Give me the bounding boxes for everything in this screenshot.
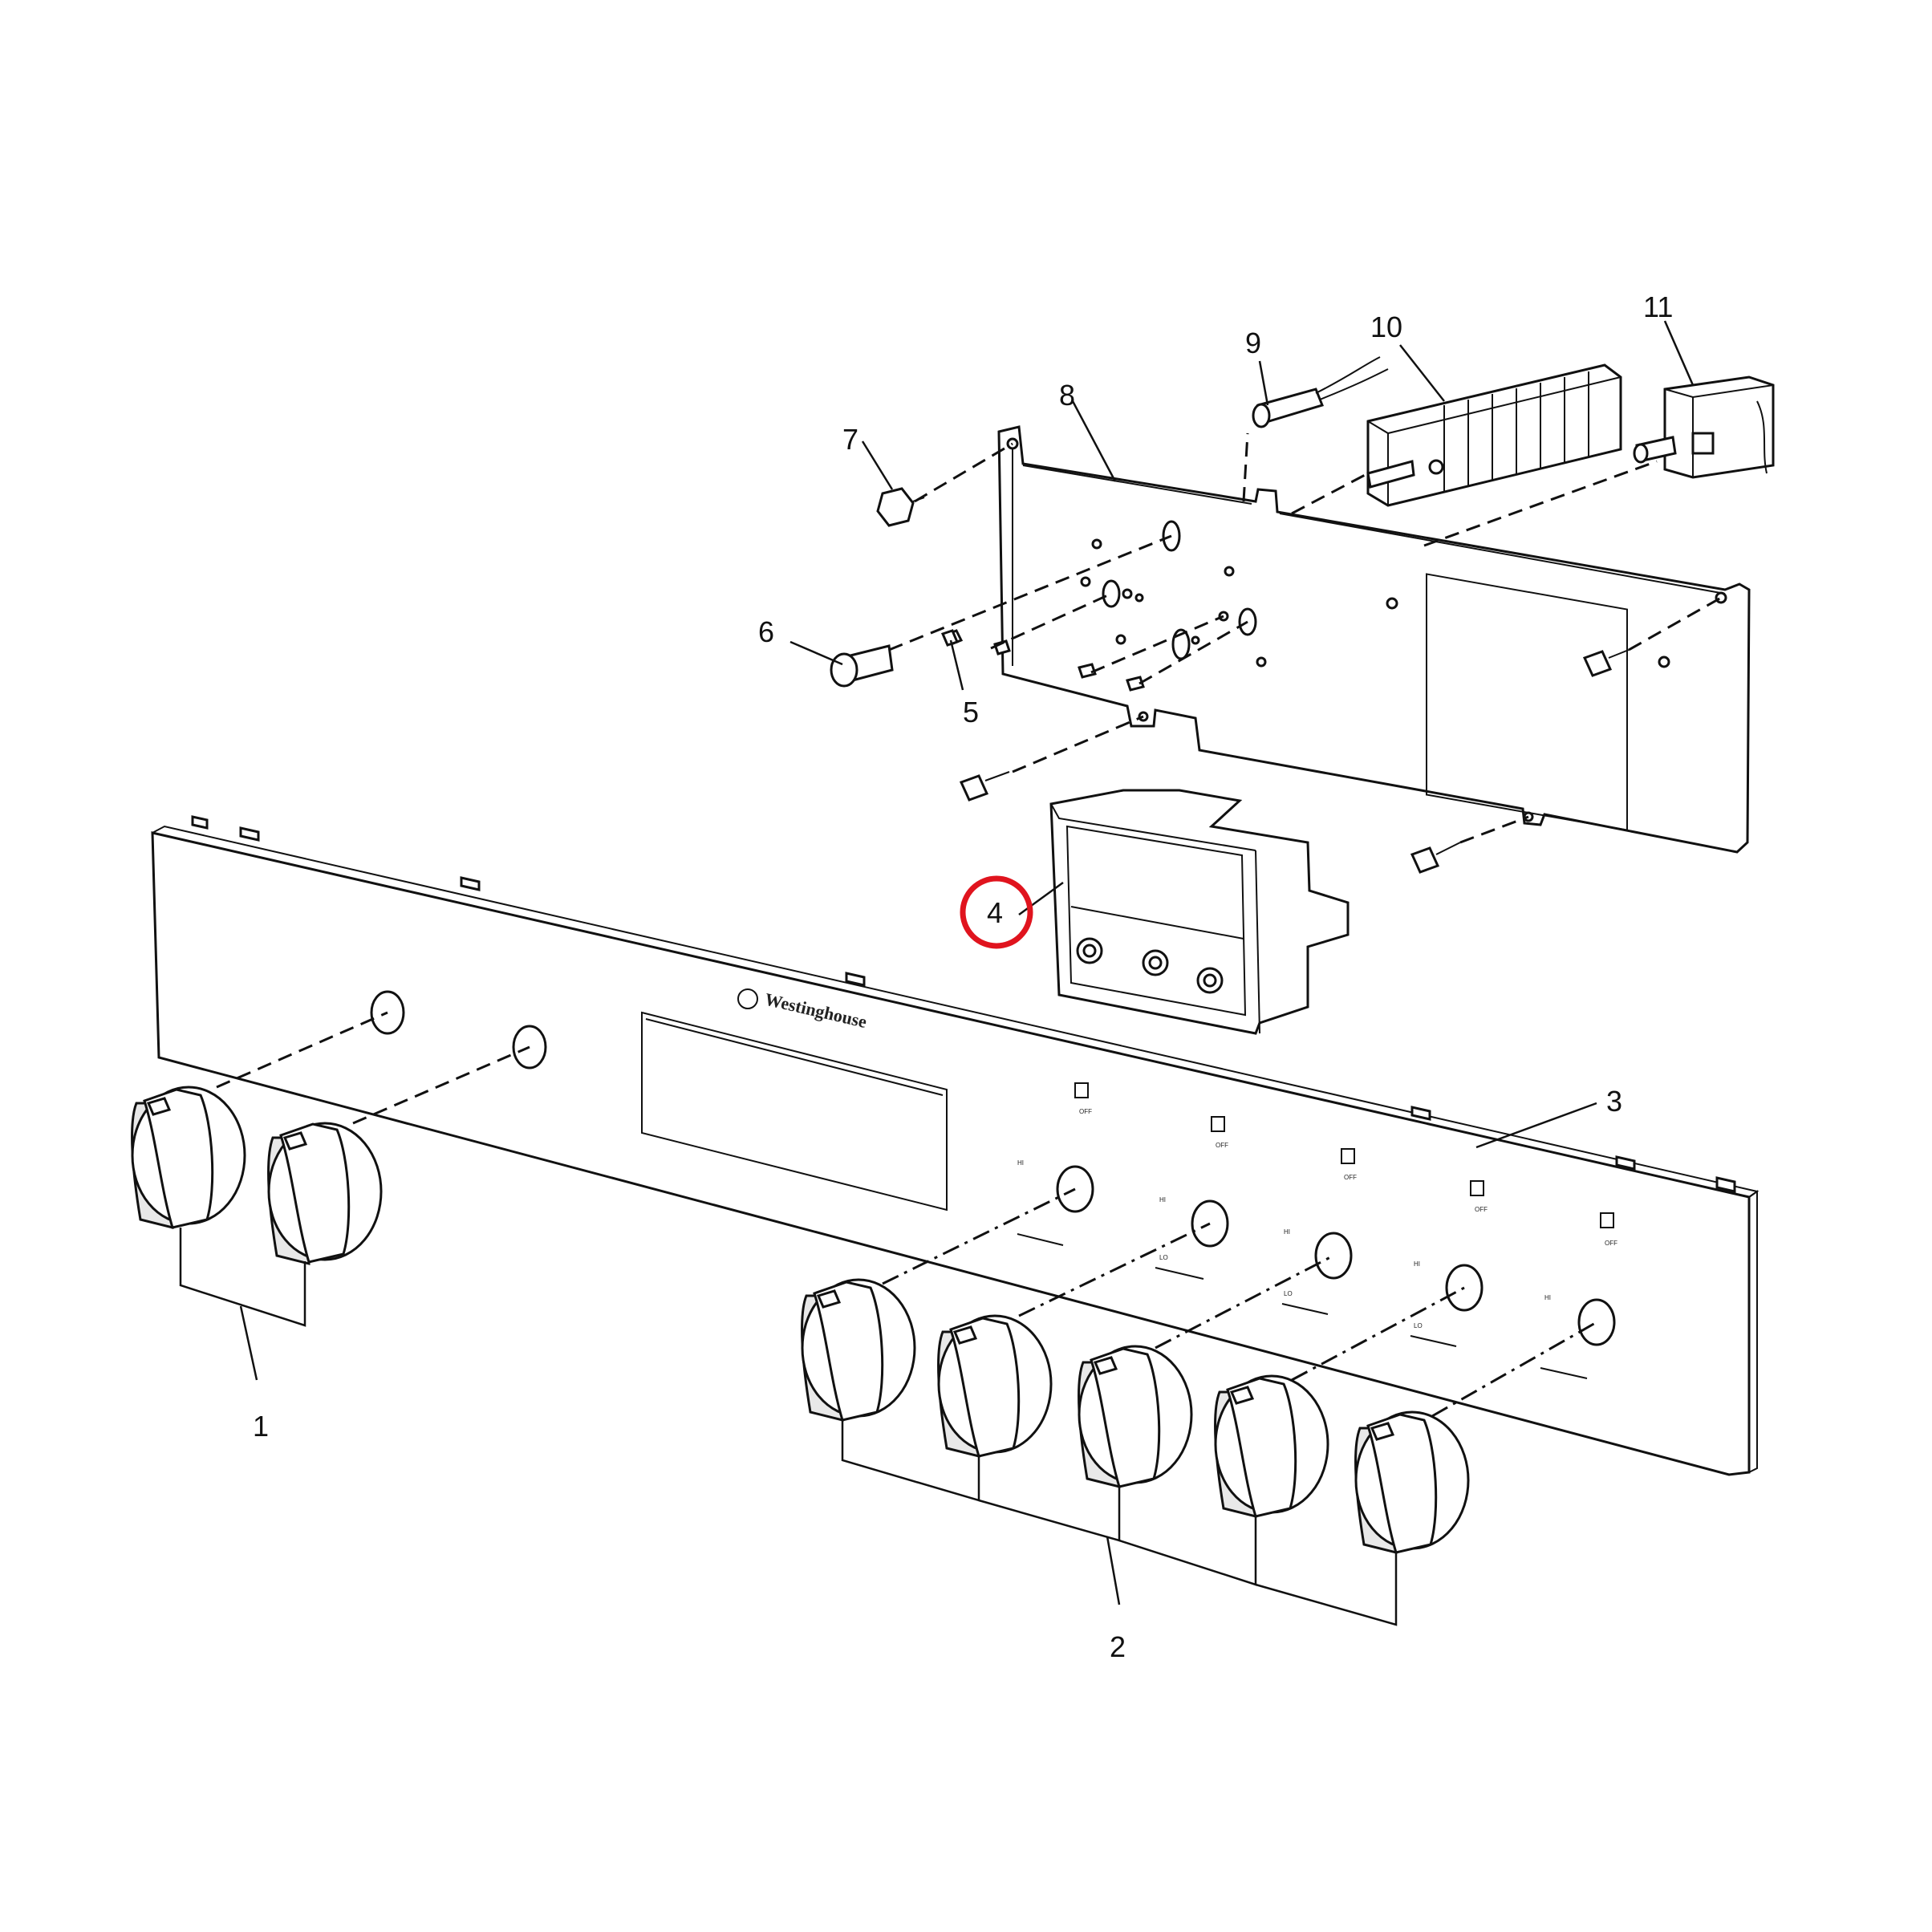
hi-label-1: HI <box>1017 1159 1024 1167</box>
screw-part-7 <box>876 487 925 527</box>
bracket-screws <box>946 629 1630 874</box>
off-label-2: OFF <box>1216 1142 1228 1149</box>
callout-4: 4 <box>987 896 1003 929</box>
hi-label-4: HI <box>1414 1260 1420 1268</box>
lo-label-4: LO <box>1414 1322 1423 1329</box>
callout-1: 1 <box>253 1410 269 1443</box>
ignitor-switch-part-9 <box>1252 356 1389 428</box>
highlight-circle <box>960 875 1033 949</box>
burner-knob-2 <box>937 1314 1053 1458</box>
burner-knobs-part-2 <box>801 1187 1597 1626</box>
selector-switch-part-10 <box>1366 363 1622 507</box>
screw-part-5 <box>940 629 960 647</box>
callout-7: 7 <box>842 423 858 456</box>
hi-label-3: HI <box>1284 1228 1290 1236</box>
burner-knob-1 <box>801 1278 916 1422</box>
callout-labels: 1 2 3 4 5 6 7 8 9 10 11 <box>253 290 1673 1663</box>
aux-knob-1 <box>131 1086 246 1229</box>
callout-6: 6 <box>758 615 774 648</box>
off-label-3: OFF <box>1344 1174 1357 1181</box>
off-label-1: OFF <box>1079 1108 1092 1115</box>
burner-knob-4 <box>1214 1374 1329 1518</box>
burner-knob-5 <box>1354 1410 1470 1554</box>
callout-leaders <box>789 320 1695 1149</box>
display-module-part-4 <box>1049 789 1350 1035</box>
callout-3: 3 <box>1606 1085 1622 1118</box>
bracket-assembly-lines <box>888 432 1722 844</box>
callout-9: 9 <box>1245 327 1261 359</box>
energy-regulator-part-11 <box>1633 375 1775 479</box>
dial-markings: OFF OFF OFF OFF OFF HI HI HI HI HI LO LO… <box>1017 1108 1617 1379</box>
auxiliary-knobs-part-1 <box>131 1011 530 1381</box>
callout-8: 8 <box>1059 379 1075 412</box>
hi-label-2: HI <box>1159 1196 1166 1203</box>
plug-cap-part-6 <box>830 644 894 688</box>
burner-knob-3 <box>1078 1345 1193 1488</box>
callout-11: 11 <box>1643 290 1673 323</box>
callout-10: 10 <box>1370 310 1402 343</box>
hi-label-5: HI <box>1544 1294 1551 1301</box>
callout-2: 2 <box>1110 1630 1126 1663</box>
lo-label-3: LO <box>1284 1290 1293 1297</box>
off-label-4: OFF <box>1475 1206 1488 1213</box>
lo-label-2: LO <box>1159 1254 1168 1261</box>
aux-knob-2 <box>267 1122 383 1265</box>
callout-5: 5 <box>963 696 979 729</box>
off-label-5: OFF <box>1605 1240 1617 1247</box>
